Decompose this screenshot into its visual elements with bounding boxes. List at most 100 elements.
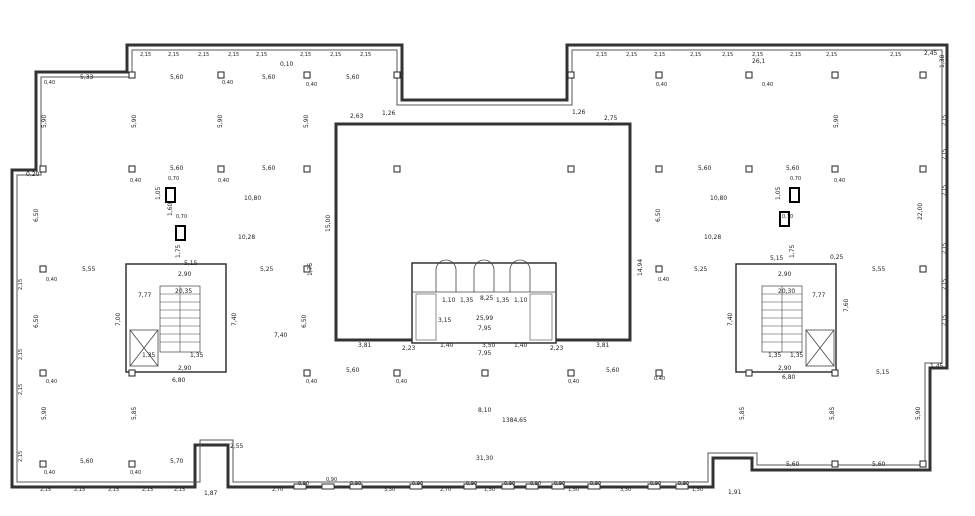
dim-label: 5,90 [41,114,48,128]
dim-label: 2,23 [550,345,564,352]
dim-label: 5,15 [770,255,784,262]
dim-label: 2,15 [40,487,51,493]
dim-label: 5,60 [872,461,886,468]
stair-area-left-label: 20,35 [175,288,192,295]
dim-label: 1,75 [307,262,314,276]
dim-label: 1,35 [768,352,782,359]
dim-label: 6,50 [33,314,40,328]
dim-label: 2,15 [108,487,119,493]
dim-label: 2,70 [440,487,451,493]
dim-label: 0,40 [656,82,667,88]
column [655,265,663,273]
shaft-right-2 [779,211,790,227]
dim-label: 0,20 [26,171,40,178]
dim-label: 2,15 [198,52,209,58]
dim-label: 3,15 [438,317,452,324]
column [919,165,927,173]
dim-label: 10,28 [238,234,255,241]
dim-label: 0,40 [46,379,57,385]
column [303,265,311,273]
dim-label: 14,94 [637,259,644,276]
dim-label: 1,35 [190,352,204,359]
dim-label: 2,15 [942,149,948,160]
dim-label: 0,40 [44,80,55,86]
dim-label: 5,85 [829,406,836,420]
dim-label: 0,90 [466,481,477,487]
dim-label: 0,70 [168,176,179,182]
dim-label: 15,00 [325,215,332,232]
dim-label: 5,25 [694,266,708,273]
dim-label: 3,50 [482,342,496,349]
dim-label: 2,15 [596,52,607,58]
column [303,369,311,377]
dim-label: 31,30 [476,455,493,462]
columns [39,71,927,468]
dim-label: 0,40 [568,379,579,385]
dim-label: 0,40 [834,178,845,184]
dim-label: 1,35 [460,297,474,304]
column [655,71,663,79]
dim-label: 0,90 [650,481,661,487]
dim-label: 7,40 [274,332,288,339]
dim-label: 1,26 [572,109,586,116]
dim-label: 10,80 [244,195,261,202]
dim-label: 5,60 [786,165,800,172]
area-total-label: 1384,65 [502,417,527,424]
shaft-right-1 [789,187,800,203]
dim-label: 6,50 [655,208,662,222]
dim-label: 2,15 [790,52,801,58]
column [128,71,136,79]
dim-label: 7,00 [115,312,122,326]
dim-label: 0,40 [218,178,229,184]
dim-label: 1,60 [167,202,174,216]
dim-label: 5,60 [262,74,276,81]
lift-right [805,329,835,367]
dim-label: 7,95 [478,350,492,357]
dim-label: 2,45 [924,50,938,57]
dim-label: 5,55 [872,266,886,273]
dim-label: 2,15 [942,115,948,126]
column [39,265,47,273]
dim-label: 5,85 [739,406,746,420]
dim-label: 5,90 [131,114,138,128]
dim-label: 5,55 [82,266,96,273]
dim-label: 2,15 [942,315,948,326]
column [39,460,47,468]
column [217,165,225,173]
column [745,71,753,79]
column [393,369,401,377]
dim-label: 2,90 [178,271,192,278]
dim-label: 2,15 [942,185,948,196]
dim-label: 0,40 [130,470,141,476]
dim-label: 0,40 [306,82,317,88]
dim-label: 5,15 [876,369,890,376]
dim-label: 0,40 [762,82,773,88]
dim-label: 2,15 [722,52,733,58]
dim-label: 5,60 [80,458,94,465]
dim-label: 5,90 [303,114,310,128]
dim-label: 0,40 [46,277,57,283]
dim-label: 10,28 [704,234,721,241]
dim-label: 6,50 [33,208,40,222]
dim-label: 1,05 [155,186,162,200]
dim-label: 1,87 [204,490,218,497]
column [745,369,753,377]
dim-label: 2,70 [272,487,283,493]
dim-label: 5,70 [170,458,184,465]
shaft-left-1 [165,187,176,203]
dim-label: 7,77 [138,292,152,299]
dim-label: 5,90 [833,114,840,128]
dim-label: 6,80 [172,377,186,384]
dim-label: 2,90 [178,365,192,372]
column [481,369,489,377]
stair-treads-right [762,286,802,352]
dim-label: 5,60 [262,165,276,172]
dim-label: 7,60 [843,298,850,312]
dim-label: 2,15 [300,52,311,58]
column [831,460,839,468]
dim-label: 2,15 [142,487,153,493]
dim-label: 0,40 [306,379,317,385]
dim-label: 1,35 [496,297,510,304]
dim-label: 1,45 [930,363,944,370]
